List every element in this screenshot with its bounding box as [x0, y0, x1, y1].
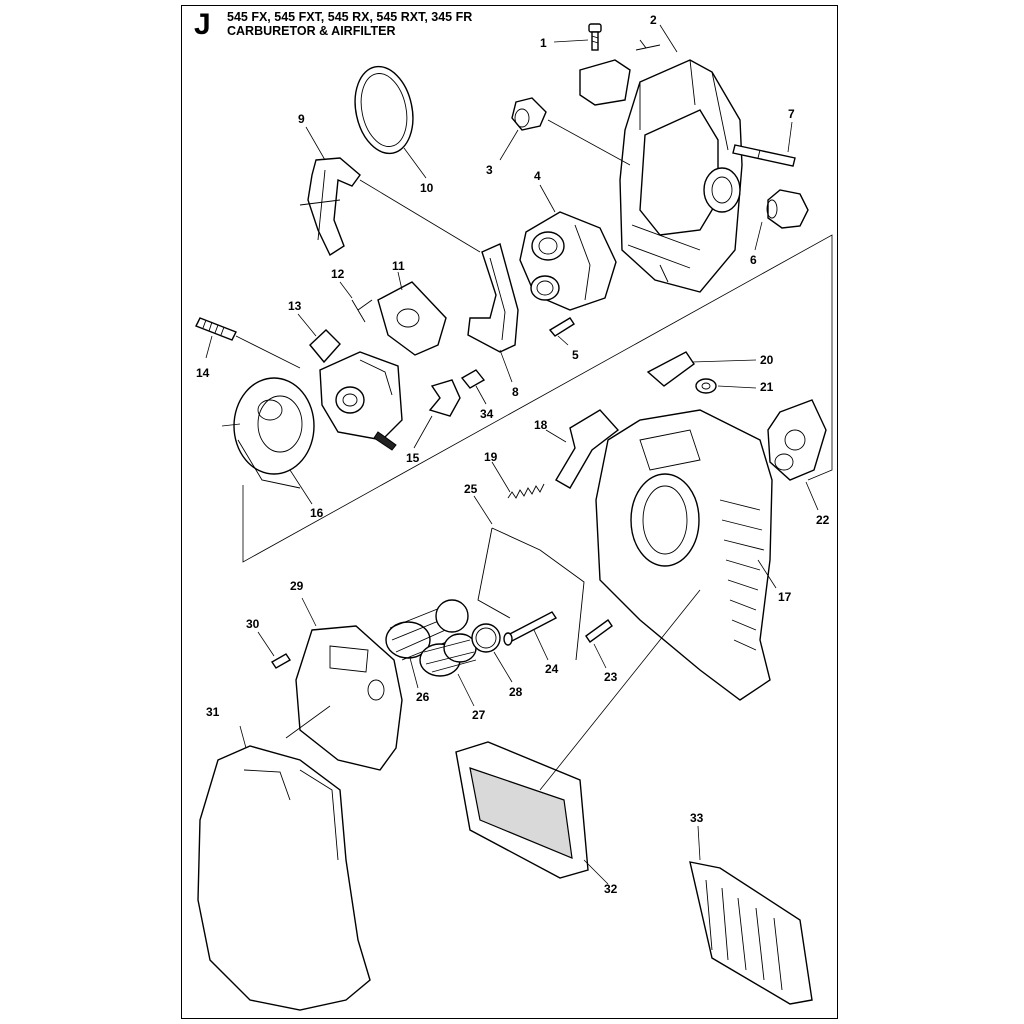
callout-5: 5: [572, 348, 579, 362]
callout-23: 23: [604, 670, 618, 684]
part-12-clip: [339, 281, 373, 323]
callout-27: 27: [472, 708, 486, 722]
page-title: 545 FX, 545 FXT, 545 RX, 545 RXT, 345 FR: [227, 10, 473, 24]
part-23-screw: [585, 619, 613, 669]
part-31-outer-cover: [197, 725, 371, 1011]
callout-4: 4: [534, 169, 541, 183]
callout-21: 21: [760, 380, 774, 394]
part-13-lever: [297, 313, 341, 364]
callout-30: 30: [246, 617, 260, 631]
callout-3: 3: [486, 163, 493, 177]
callout-6: 6: [750, 253, 757, 267]
part-9-bracket: [299, 126, 481, 257]
part-7-pin: [732, 121, 796, 167]
callout-19: 19: [484, 450, 498, 464]
callout-14: 14: [196, 366, 210, 380]
callout-26: 26: [416, 690, 430, 704]
callout-33: 33: [690, 811, 704, 825]
part-15-hose: [413, 379, 461, 449]
part-1-screw: [553, 23, 602, 51]
part-21-grommet: [695, 378, 757, 394]
part-27-bellows: [419, 633, 477, 707]
part-25-wire-bail: [473, 495, 585, 661]
part-24-bolt: [503, 611, 558, 661]
part-20-latch: [646, 351, 757, 387]
part-17-filter-housing: [595, 409, 777, 701]
part-28-o-ring: [471, 623, 513, 683]
part-33-grille: [689, 825, 813, 1005]
callout-24: 24: [545, 662, 559, 676]
callout-31: 31: [206, 705, 220, 719]
callout-25: 25: [464, 482, 478, 496]
section-letter: J: [194, 8, 211, 41]
callout-15: 15: [406, 451, 420, 465]
callout-labels: 1 2 3 4 5 6 7 8 9 10 11 12 13 14 15 16 1…: [196, 13, 830, 896]
callout-18: 18: [534, 418, 548, 432]
part-32-air-filter: [455, 589, 701, 885]
callout-29: 29: [290, 579, 304, 593]
part-26-prefilter: [385, 599, 469, 689]
part-30-screw: [257, 631, 291, 669]
assembly-outline: [242, 234, 833, 563]
callout-2: 2: [650, 13, 657, 27]
part-4-intake-manifold: [519, 184, 617, 311]
page-subtitle: CARBURETOR & AIRFILTER: [227, 24, 396, 38]
callout-20: 20: [760, 353, 774, 367]
part-22-cover-plate: [767, 399, 827, 511]
part-14-threaded-pin: [195, 317, 301, 369]
part-19-spring: [491, 461, 545, 499]
callout-34: 34: [480, 407, 494, 421]
callout-10: 10: [420, 181, 434, 195]
callout-12: 12: [331, 267, 345, 281]
callout-11: 11: [392, 259, 405, 273]
part-10-o-ring: [354, 65, 427, 179]
part-16-intake-cover: [221, 377, 315, 505]
part-5-screw: [548, 317, 575, 346]
part-11-adapter: [377, 271, 447, 356]
part-18-catch: [545, 409, 620, 489]
part-6-primer-bulb: [754, 189, 809, 251]
carburetor-body: [319, 351, 403, 451]
part-3-clip: [499, 97, 631, 166]
callout-8: 8: [512, 385, 519, 399]
callout-1: 1: [540, 36, 547, 50]
callout-17: 17: [778, 590, 792, 604]
callout-9: 9: [298, 112, 305, 126]
callout-7: 7: [788, 107, 795, 121]
callout-28: 28: [509, 685, 523, 699]
callout-13: 13: [288, 299, 302, 313]
part-29-filter-cover: [285, 597, 403, 771]
callout-16: 16: [310, 506, 324, 520]
callout-22: 22: [816, 513, 830, 527]
part-34-small-clip: [460, 369, 487, 405]
callout-32: 32: [604, 882, 618, 896]
part-2-carburetor-housing: [579, 24, 743, 293]
part-8-gasket-plate: [467, 243, 519, 383]
